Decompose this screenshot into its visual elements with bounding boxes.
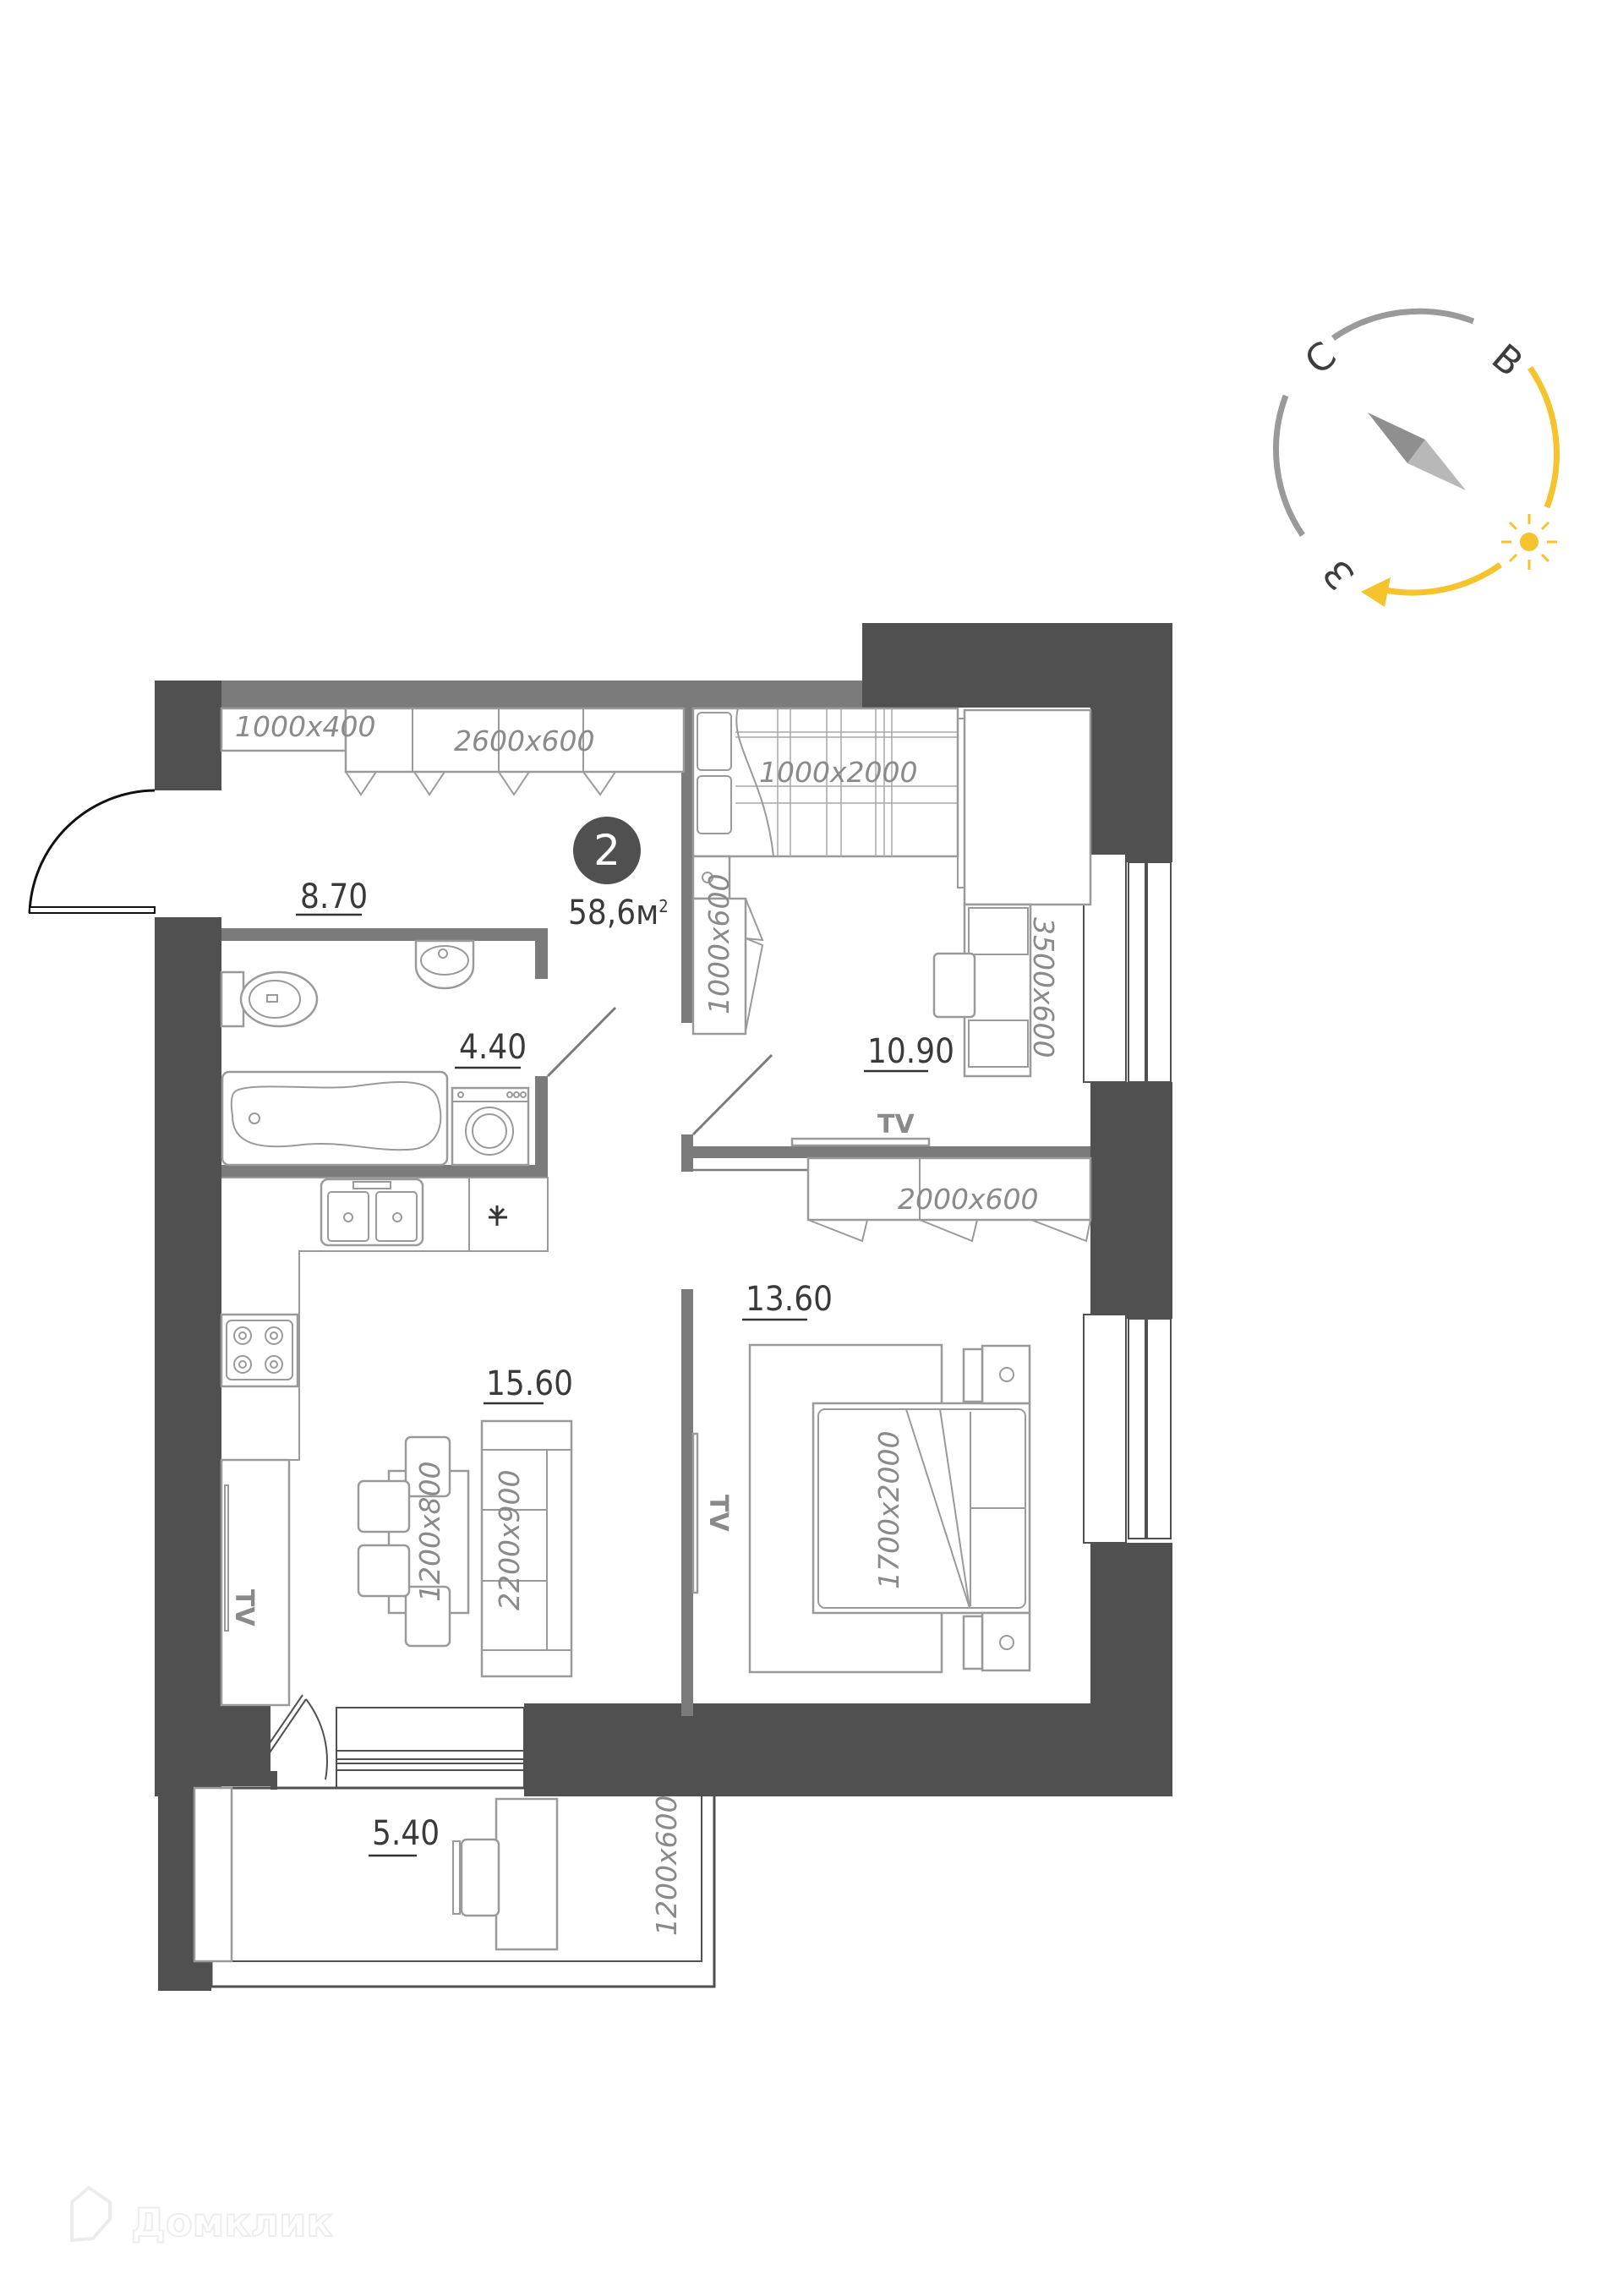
stove-icon bbox=[220, 1313, 299, 1388]
dim-kids-wardrobe: 1000x600 bbox=[702, 874, 735, 1015]
balcony-inner-frame bbox=[210, 1787, 702, 1962]
hall-wardrobe bbox=[344, 707, 686, 796]
kids-bed bbox=[691, 707, 959, 858]
bath-wall-bottom bbox=[221, 1165, 548, 1178]
balcony-desk bbox=[495, 1797, 559, 1951]
outer-wall-bottom-left bbox=[155, 1703, 270, 1786]
outer-wall-left bbox=[155, 917, 221, 1796]
bath-wall-top bbox=[221, 928, 548, 941]
kitchen-tv-stand bbox=[220, 1458, 291, 1707]
dim-balcony-desk: 1200x600 bbox=[650, 1796, 683, 1937]
total-area: 58,6м2 bbox=[568, 894, 669, 932]
desk-chair-icon bbox=[932, 952, 976, 1019]
window-balcony-door bbox=[336, 1707, 525, 1789]
doors bbox=[28, 789, 773, 1780]
area-bedroom: 13.60 bbox=[746, 1280, 833, 1319]
sink-icon bbox=[414, 939, 475, 990]
bath-wall-stub bbox=[535, 928, 548, 979]
arrow-head-icon bbox=[1361, 577, 1391, 607]
dim-sofa: 2200x900 bbox=[493, 1470, 526, 1611]
dim-double-bed: 1700x2000 bbox=[872, 1431, 905, 1590]
window-kids-room bbox=[1083, 853, 1172, 1083]
home-logo-icon bbox=[70, 2185, 112, 2243]
kids-room-door[interactable] bbox=[691, 1053, 773, 1136]
dim-hall-wardrobe: 2600x600 bbox=[454, 724, 595, 757]
hood-icon bbox=[489, 1205, 507, 1226]
compass-north-label: С bbox=[1297, 334, 1344, 384]
compass-needle-icon bbox=[1368, 413, 1466, 490]
outer-wall-top-left bbox=[155, 681, 221, 790]
balcony-shelf bbox=[193, 1786, 233, 1963]
kids-room-wall-left bbox=[681, 708, 693, 1023]
compass-arc-north bbox=[1331, 308, 1475, 341]
entrance-door-swing[interactable] bbox=[28, 789, 156, 914]
dim-bedroom-wardrobe: 2000x600 bbox=[898, 1183, 1039, 1216]
dim-kids-desk: 3500x600 bbox=[1027, 917, 1060, 1058]
bedroom-tv-panel bbox=[691, 1432, 699, 1594]
double-bed bbox=[812, 1402, 1031, 1615]
area-bathroom: 4.40 bbox=[459, 1028, 527, 1067]
dim-kids-bed: 1000x2000 bbox=[759, 756, 918, 789]
inner-wall-top bbox=[221, 681, 862, 708]
apartment-number-badge bbox=[573, 817, 641, 884]
balcony-chair-icon bbox=[452, 1838, 500, 1917]
dim-dining-table: 1200x800 bbox=[413, 1462, 446, 1603]
outer-wall-right-top bbox=[1090, 623, 1172, 862]
bedroom-wardrobe bbox=[806, 1156, 1092, 1243]
apartment-number: 2 bbox=[593, 826, 620, 875]
tv-label-bedroom: TV bbox=[703, 1495, 733, 1532]
area-balcony: 5.40 bbox=[372, 1814, 440, 1853]
area-kids-room: 10.90 bbox=[867, 1032, 954, 1071]
compass-east-label: В bbox=[1484, 336, 1531, 385]
window-bedroom bbox=[1083, 1314, 1172, 1544]
sun-icon bbox=[1501, 514, 1557, 570]
compass: С В З bbox=[1273, 308, 1560, 607]
compass-arc-west bbox=[1273, 394, 1305, 537]
bathtub-icon bbox=[221, 1070, 449, 1167]
bath-wall-right bbox=[535, 1076, 548, 1178]
sofa bbox=[480, 1419, 573, 1678]
kids-nightstand bbox=[691, 855, 731, 900]
kids-tv-panel bbox=[790, 1137, 931, 1147]
furniture bbox=[193, 707, 1092, 1963]
compass-arc-sun-east bbox=[1527, 366, 1560, 509]
dim-hall-shelf: 1000x400 bbox=[235, 710, 376, 743]
nightstand-top bbox=[962, 1344, 1031, 1405]
tv-label-kids-room: TV bbox=[877, 1110, 915, 1140]
double-sink-icon bbox=[320, 1178, 424, 1247]
washing-machine-icon bbox=[451, 1086, 530, 1167]
labels: 2 58,6м2 8.70 4.40 10.90 13.60 15.60 5.4… bbox=[229, 710, 1060, 1936]
kids-bedroom-partition bbox=[681, 1146, 1090, 1158]
balcony-door[interactable] bbox=[261, 1694, 328, 1780]
dining-table bbox=[357, 1435, 470, 1648]
walls bbox=[155, 623, 1172, 1991]
area-kitchen-living: 15.60 bbox=[486, 1364, 573, 1403]
wall-stub bbox=[270, 1771, 277, 1790]
outer-wall-right-mid bbox=[1090, 1082, 1172, 1319]
nightstand-bottom bbox=[962, 1611, 1031, 1672]
watermark-text: Домклик bbox=[131, 2200, 333, 2245]
watermark: Домклик bbox=[70, 2185, 334, 2246]
kids-wardrobe bbox=[691, 897, 764, 1036]
area-hallway: 8.70 bbox=[300, 877, 368, 916]
outer-wall-bottom bbox=[524, 1703, 1172, 1796]
kids-desk bbox=[932, 708, 1092, 1078]
toilet-icon bbox=[220, 970, 319, 1028]
bathroom-door[interactable] bbox=[546, 1006, 617, 1078]
entrance-door-leaf[interactable] bbox=[29, 906, 156, 914]
tv-label-kitchen: TV bbox=[229, 1589, 259, 1626]
compass-west-label: З bbox=[1315, 551, 1363, 597]
compass-arc-sun-west bbox=[1384, 562, 1503, 596]
bedroom-wall-left bbox=[681, 1289, 693, 1716]
